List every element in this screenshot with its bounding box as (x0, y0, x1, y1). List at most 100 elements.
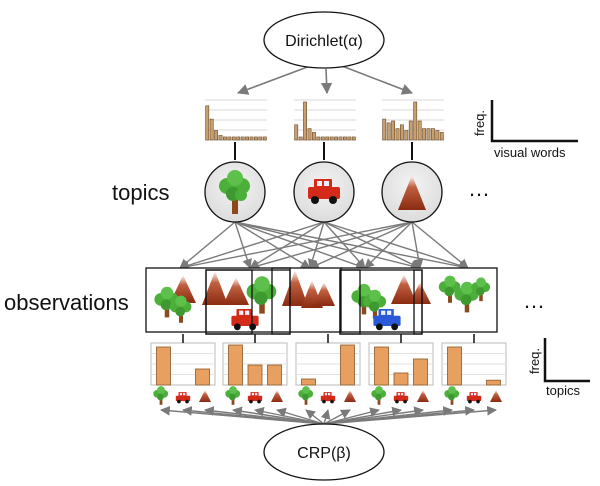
observation-topic-histogram (368, 334, 434, 386)
topic-node-tree (204, 161, 266, 223)
word-freq-bar (218, 135, 223, 141)
topic-freq-bar (413, 358, 428, 386)
word-freq-bar (413, 101, 418, 141)
car-icon (308, 179, 340, 204)
word-freq-bar (258, 136, 263, 141)
word-freq-bar (214, 130, 218, 141)
car-icon (247, 392, 263, 404)
word-freq-bar (262, 136, 267, 141)
observation-images (145, 267, 498, 335)
car-icon (373, 308, 401, 331)
topic-freq-bar (393, 372, 409, 386)
word-freq-bar (227, 136, 232, 141)
topic-freq-bar (447, 346, 462, 386)
word-freq-bar (254, 136, 258, 141)
mountain-icon (271, 390, 283, 402)
mountain-icon (223, 277, 249, 305)
observation-topic-histogram (222, 334, 288, 386)
word-freq-bar (294, 124, 299, 141)
dirichlet-node: Dirichlet(α) (263, 11, 385, 69)
observations-ellipsis: … (523, 288, 545, 313)
legend-top-axes (490, 100, 578, 143)
word-freq-bar (231, 136, 236, 141)
word-freq-bar (404, 130, 409, 141)
edge-dirichlet-topic-1 (236, 65, 311, 95)
edge-dirichlet-topic-3 (341, 65, 414, 95)
word-freq-bar (382, 118, 387, 141)
topic-node-car (293, 161, 355, 223)
crp-edges (160, 405, 497, 425)
word-freq-bar (209, 118, 214, 141)
word-freq-bar (303, 101, 307, 141)
topic-word-histogram (294, 99, 356, 141)
edge-dirichlet-topic-2 (320, 68, 333, 95)
mountain-icon (202, 271, 228, 305)
word-freq-bar (351, 136, 356, 141)
mountain-icon (391, 274, 417, 304)
observation-topic-histogram (441, 334, 507, 386)
observation-window (339, 269, 423, 335)
word-freq-bar (316, 136, 321, 141)
tree-icon (225, 386, 241, 405)
word-freq-bar (329, 136, 334, 141)
topic-freq-bar (267, 364, 282, 386)
crp-label: CRP(β) (297, 445, 351, 462)
word-freq-bar (391, 120, 395, 141)
word-freq-bar (334, 136, 338, 141)
tree-icon (169, 295, 192, 323)
topic-freq-bar (156, 346, 171, 386)
topic-word-histograms (205, 99, 444, 141)
observation-topic-histogram (150, 334, 216, 386)
word-freq-bar (386, 122, 391, 141)
topic-freq-bar (247, 364, 263, 386)
dirichlet-ellipse (263, 11, 385, 69)
mountain-icon (313, 282, 335, 306)
observation-topic-histogram (295, 334, 361, 386)
topic-word-histogram (205, 99, 267, 141)
topic-nodes (204, 161, 443, 223)
word-freq-bar (298, 136, 303, 141)
car-icon (466, 392, 482, 404)
word-freq-bar (343, 136, 347, 141)
tree-icon (153, 386, 169, 405)
word-freq-bar (240, 136, 245, 141)
word-freq-bar (320, 136, 325, 141)
tree-icon (371, 386, 387, 405)
word-freq-bar (400, 124, 404, 141)
car-icon (393, 392, 409, 404)
word-freq-bar (205, 105, 210, 141)
hist-topic-connectors (234, 142, 413, 160)
observation-window (205, 269, 291, 335)
word-freq-bar (338, 136, 343, 141)
car-icon (320, 392, 336, 404)
topics-ellipsis: … (468, 176, 490, 201)
legend-bottom-axes (543, 338, 590, 383)
observation-topic-icons (153, 386, 502, 405)
topic-observation-edges (179, 221, 469, 272)
legend-bottom-y-label: freq. (527, 347, 542, 374)
word-freq-bar (395, 128, 400, 141)
word-freq-bar (347, 136, 352, 141)
topic-freq-bar (195, 368, 210, 386)
legend-top-x-label: visual words (494, 145, 566, 160)
tree-icon (298, 386, 314, 405)
mountain-icon (344, 390, 356, 402)
word-freq-bar (417, 120, 422, 141)
tree-icon (219, 170, 250, 214)
topic-freq-bar (340, 344, 355, 386)
topic-freq-bar (301, 378, 316, 386)
word-freq-bar (431, 128, 435, 141)
crp-ellipse (263, 423, 385, 481)
tree-icon (471, 277, 491, 302)
word-freq-bar (325, 136, 330, 141)
car-icon (175, 392, 191, 404)
word-freq-bar (426, 128, 431, 141)
word-freq-bar (307, 128, 312, 141)
dirichlet-label: Dirichlet(α) (285, 33, 363, 50)
legend-bottom-x-label: topics (546, 383, 580, 398)
mountain-icon (199, 390, 211, 402)
mountain-icon (398, 175, 426, 210)
topics-row-label: topics (112, 180, 170, 205)
word-freq-bar (435, 130, 440, 141)
